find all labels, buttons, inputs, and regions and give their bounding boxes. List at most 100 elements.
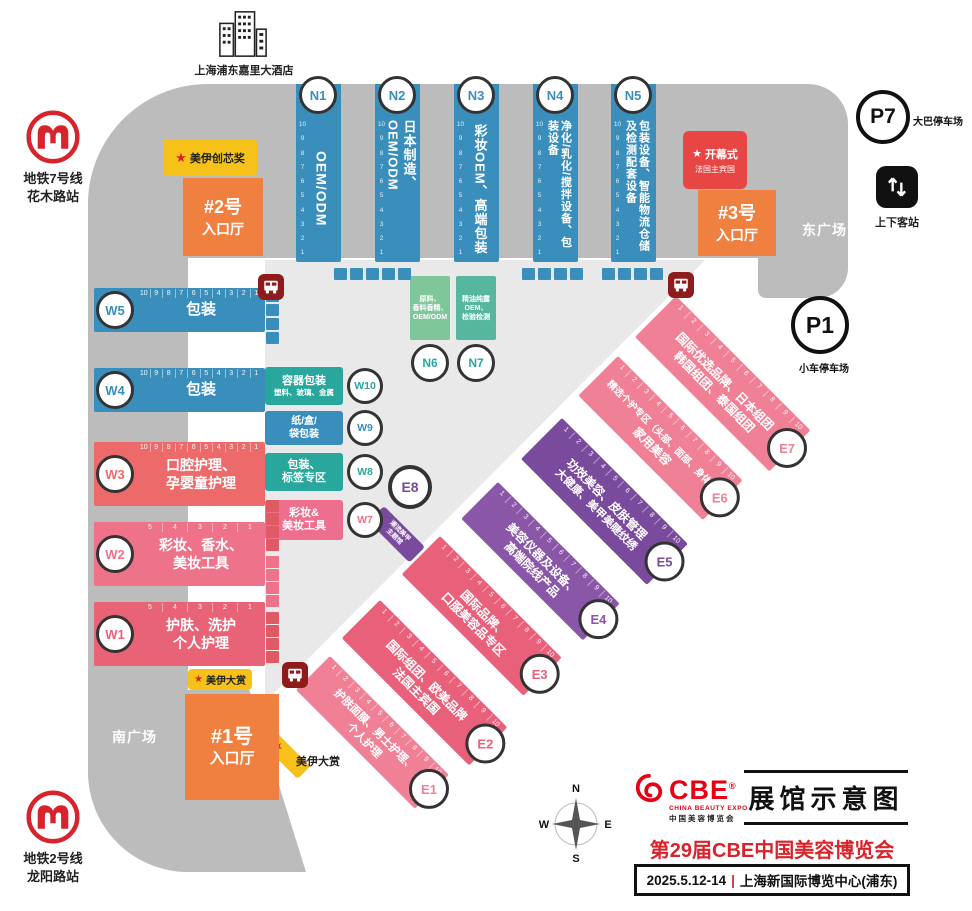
zone-marker	[266, 318, 279, 330]
zone-number: 1	[379, 249, 384, 257]
metro-line7-station: 花木路站	[26, 189, 79, 204]
zone-number: 1	[248, 604, 252, 611]
hall-e8-badge: E8	[388, 465, 432, 509]
award-innovation-label: 美伊创芯奖	[189, 152, 245, 165]
zone-number: 2	[238, 369, 251, 378]
zone-number: 7	[615, 163, 620, 171]
zone-number: 8	[163, 443, 176, 452]
hall-n2-badge: N2	[378, 76, 416, 114]
hall-w9-badge: W9	[347, 410, 383, 446]
zone-number: 4	[615, 206, 620, 214]
zone-number: 2	[213, 523, 238, 532]
compass: N W E S	[536, 780, 616, 869]
zone-number: 8	[379, 149, 384, 157]
parking-p1-badge: P1	[791, 296, 849, 354]
hall-n3-label: 彩妆OEM、高端包装	[472, 123, 488, 255]
zone-number: 9	[151, 443, 163, 452]
zone-marker	[266, 638, 279, 650]
zone-number: 1	[615, 249, 620, 257]
hall-n6-box: 原料、 香料香精、 OEM/ODM	[410, 276, 450, 340]
zone-number: 6	[458, 178, 463, 186]
entrance-hall-3: #3号 入口厅	[698, 190, 776, 256]
hall-w3-line2: 孕婴童护理	[166, 475, 236, 491]
zone-number: 3	[226, 369, 238, 378]
zone-marker	[650, 268, 663, 280]
zone-number: 2	[615, 235, 620, 243]
zone-number: 9	[151, 369, 163, 378]
expo-title: 第29届CBE中国美容博览会	[649, 840, 895, 862]
entrance-1-label: 入口厅	[209, 750, 255, 767]
hall-w2-badge: W2	[96, 535, 134, 573]
hall-e3-badge: E3	[519, 653, 560, 694]
zone-number: 3	[226, 443, 238, 452]
zone-marker	[266, 556, 279, 568]
hall-n7-box: 精油纯露 OEM、 检验检测	[456, 276, 496, 340]
zone-number: 9	[537, 135, 542, 143]
hall-e4-badge: E4	[578, 599, 619, 640]
zone-number: 7	[458, 163, 463, 171]
hotel-label: 上海浦东嘉里大酒店	[194, 65, 294, 77]
hall-e7-line1: 国际优选品牌、日本组团	[673, 329, 777, 433]
zone-number: 9	[379, 135, 384, 143]
zone-number: 9	[458, 135, 463, 143]
registered-mark: ®	[729, 781, 737, 791]
zone-number: 6	[379, 178, 384, 186]
hall-w2-line2: 美妆工具	[173, 555, 229, 571]
hall-n2-label: 日本制造、OEM/ODM	[385, 120, 417, 191]
award-icon: ★	[175, 149, 187, 165]
hall-n6-line3: OEM/ODM	[412, 313, 448, 321]
zone-number: 6	[188, 443, 201, 452]
hall-w3-badge: W3	[96, 455, 134, 493]
zone-number: 1	[254, 444, 259, 451]
zone-number: 5	[201, 369, 213, 378]
hall-w10-subtitle: 塑料、玻璃、金属	[274, 387, 334, 397]
zone-number: 8	[537, 149, 542, 157]
zone-number: 8	[163, 289, 176, 298]
zone-number: 4	[300, 206, 305, 214]
zone-number: 5	[615, 192, 620, 200]
hall-w1-line1: 护肤、洗护	[166, 617, 236, 633]
hall-n1-label: OEM/ODM	[313, 151, 330, 227]
zone-marker	[266, 582, 279, 594]
zone-number: 1	[254, 290, 259, 297]
pickup-dropoff-label: 上下客站	[875, 217, 919, 229]
hall-n4-badge: N4	[536, 76, 574, 114]
zone-number: 4	[163, 523, 188, 532]
zone-marker	[266, 625, 279, 637]
zone-number: 1	[254, 370, 259, 377]
zone-number: 3	[300, 220, 305, 228]
zone-number: 6	[300, 178, 305, 186]
plaza-east-label: 东广场	[802, 222, 847, 238]
hall-e6-badge: E6	[699, 477, 740, 518]
zone-marker	[398, 268, 411, 280]
zone-number: 2	[300, 235, 305, 243]
zone-marker	[266, 513, 279, 525]
entrance-2-label: 入口厅	[202, 221, 244, 237]
hall-w2-line1: 彩妆、香水、	[159, 537, 243, 553]
zone-number: 3	[379, 220, 384, 228]
opening-title: 开幕式	[704, 148, 738, 161]
zone-number: 3	[226, 289, 238, 298]
zone-number: 5	[537, 192, 542, 200]
hall-w8-subtitle: 标签专区	[282, 472, 326, 484]
hall-w1-badge: W1	[96, 615, 134, 653]
hall-w5-label: 包装	[185, 301, 216, 318]
award-grand-ribbon-label: 美伊大赏	[296, 756, 340, 768]
hall-w5-badge: W5	[96, 291, 134, 329]
zone-marker	[570, 268, 583, 280]
hall-w9-title: 纸/盒/	[291, 416, 317, 427]
parking-p7-badge: P7	[856, 90, 910, 144]
cbe-logo-icon	[634, 773, 664, 808]
hall-n7-line3: 检验检测	[462, 313, 490, 321]
